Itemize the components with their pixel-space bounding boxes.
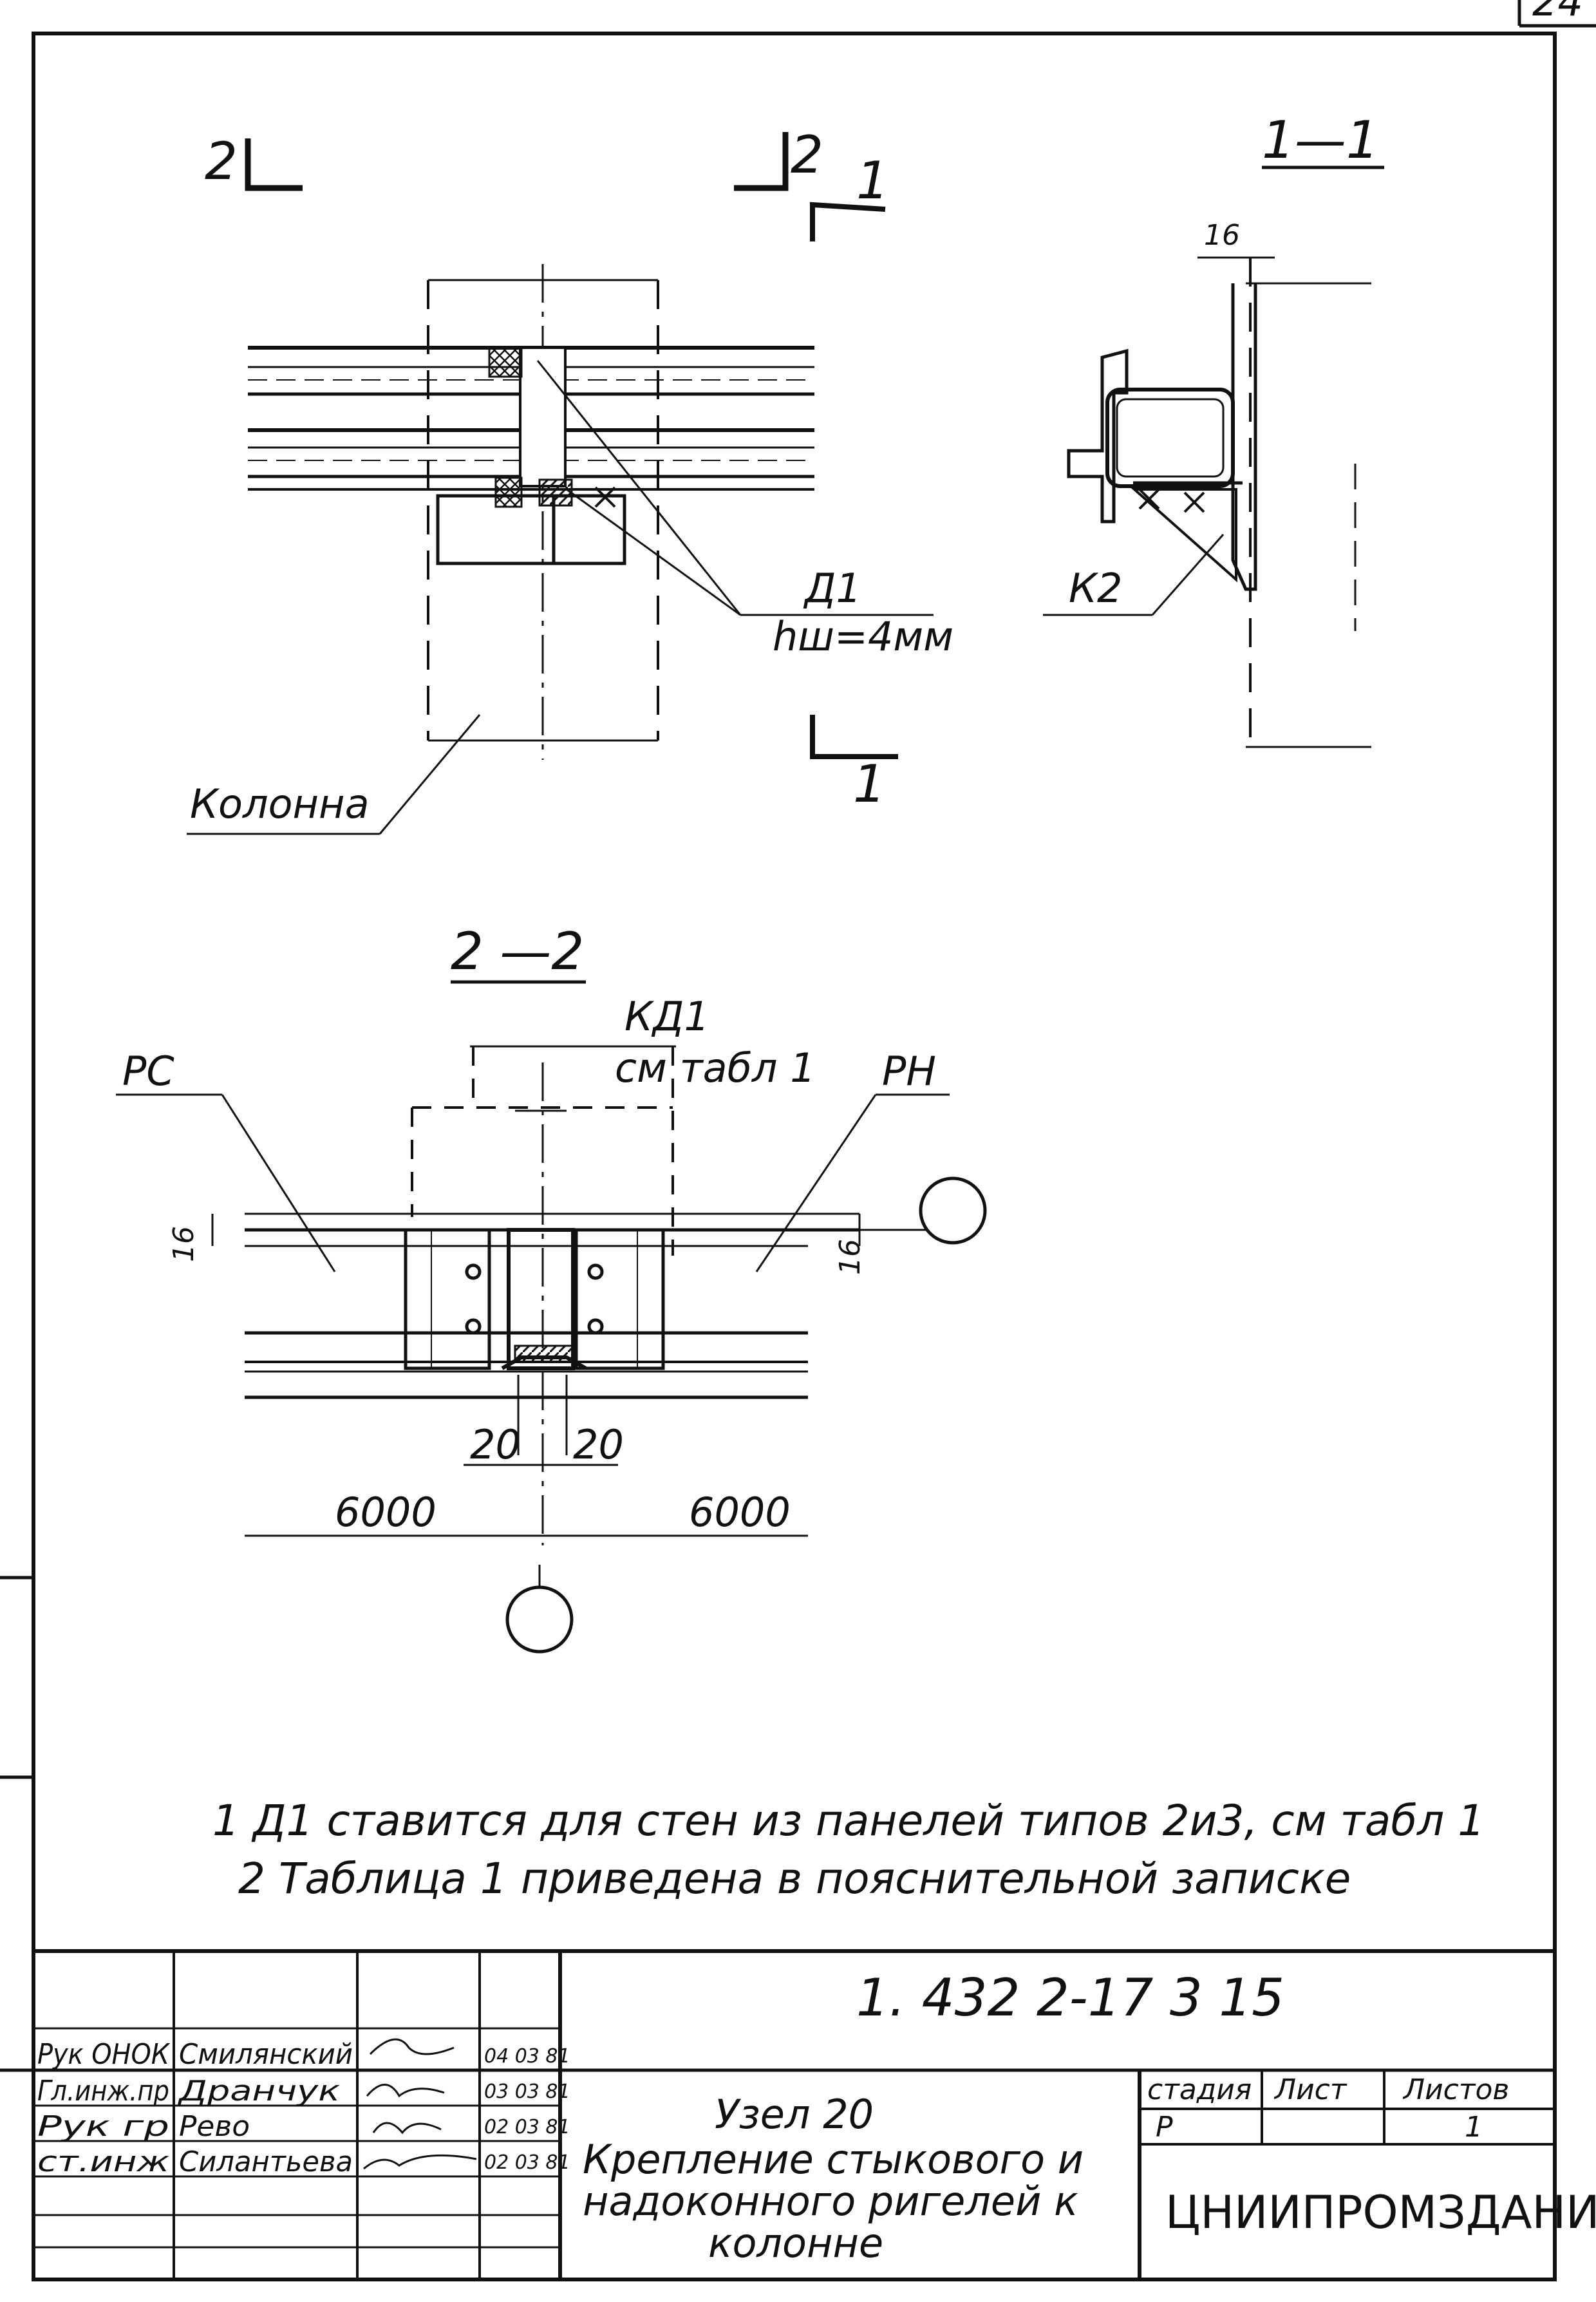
section-title-1-1: 1—1 — [1262, 110, 1379, 170]
title-line-3: надоконного ригелей к — [583, 2178, 1078, 2225]
signer-date: 02 03 81 — [484, 2151, 570, 2174]
label-weld-size: hш=4мм — [773, 613, 953, 660]
title-block — [32, 1949, 1557, 2281]
stage-header: стадия — [1147, 2073, 1252, 2106]
signature — [363, 2154, 477, 2170]
section-mark-2-right: 2 — [791, 125, 823, 185]
dim-16-left: 16 — [167, 1226, 200, 1262]
signature — [369, 2038, 455, 2055]
sheets-header: Листов — [1402, 2073, 1509, 2106]
signer-date: 02 03 81 — [484, 2116, 570, 2138]
signer-date: 03 03 81 — [484, 2080, 570, 2103]
sheet-header: Лист — [1273, 2073, 1347, 2106]
dim-16-section-1: 16 — [1204, 219, 1240, 252]
signer-row: Рук ОНОК Смилянский 04 03 81 — [37, 2038, 570, 2071]
note-1: 1 Д1 ставится для стен из панелей типов … — [212, 1796, 1485, 1845]
page-number: 24 — [1532, 0, 1583, 25]
section-2-2 — [116, 980, 987, 1654]
label-column: Колонна — [190, 780, 370, 827]
section-mark-1-top: 1 — [856, 151, 889, 211]
signer-name: Смилянский — [179, 2038, 353, 2071]
title-line-4: колонне — [708, 2220, 883, 2267]
title-line-1: Узел 20 — [715, 2091, 874, 2138]
label-rs: РС — [122, 1048, 174, 1095]
signer-name: Дранчук — [177, 2075, 340, 2108]
dim-6000-left: 6000 — [335, 1489, 437, 1536]
signer-row: Рук гр Рево 02 03 81 — [37, 2110, 570, 2143]
plan-view: 2 2 1 1 — [187, 125, 934, 835]
signer-row: Гл.инж.пр Дранчук 03 03 81 — [37, 2075, 570, 2108]
section-mark-1-bottom: 1 — [853, 754, 886, 814]
signer-role: Гл.инж.пр — [37, 2075, 169, 2108]
dim-20-right: 20 — [573, 1421, 624, 1468]
label-kd1-ref: см табл 1 — [615, 1044, 816, 1091]
section-mark-2-left: 2 — [205, 131, 238, 191]
signer-name: Силантьева — [179, 2146, 353, 2178]
stage-value: Р — [1156, 2111, 1173, 2144]
label-d1: Д1 — [803, 565, 861, 612]
note-2: 2 Таблица 1 приведена в пояснительной за… — [238, 1854, 1351, 1903]
dim-6000-right: 6000 — [689, 1489, 791, 1536]
label-kd1: КД1 — [624, 993, 709, 1040]
signer-date: 04 03 81 — [484, 2045, 570, 2068]
signer-role: Рук ОНОК — [37, 2038, 171, 2071]
organization: ЦНИИПРОМЗДАНИЙ — [1165, 2186, 1596, 2239]
label-rn: РН — [882, 1048, 936, 1095]
signer-role: ст.инж — [37, 2146, 169, 2178]
signer-name: Рево — [179, 2110, 250, 2143]
doc-code: 1. 432 2-17 3 15 — [856, 1968, 1284, 2028]
label-k2: К2 — [1069, 565, 1122, 612]
title-line-2: Крепление стыкового и — [583, 2136, 1084, 2183]
dim-16-right: 16 — [834, 1239, 867, 1275]
signer-row: ст.инж Силантьева 02 03 81 — [37, 2146, 570, 2178]
sheets-value: 1 — [1465, 2111, 1483, 2144]
dim-20-left: 20 — [470, 1421, 521, 1468]
signature — [366, 2084, 445, 2098]
signature — [372, 2122, 442, 2135]
signer-role: Рук гр — [37, 2110, 169, 2143]
section-title-2-2: 2 —2 — [451, 921, 584, 981]
section-1-1 — [1043, 165, 1384, 748]
